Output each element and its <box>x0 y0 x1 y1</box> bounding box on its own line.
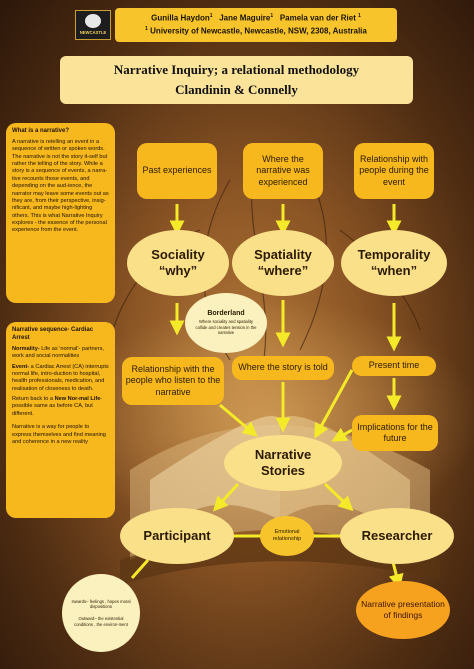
inwards-text: Inwards– feelings , hopes moral disposit… <box>71 598 131 610</box>
temporality-quote: “when” <box>370 263 418 278</box>
where-experienced-box: Where the narrative was experienced <box>243 143 323 199</box>
where-told-label: Where the story is told <box>238 362 328 373</box>
presentation-ellipse: Narrative presentation of findings <box>356 581 450 639</box>
participant-label: Participant <box>143 528 211 544</box>
connector <box>130 559 150 579</box>
implications-label: Implications for the future <box>357 421 433 443</box>
box1-body: A narrative is retelling an event in a s… <box>12 138 109 234</box>
sociality-quote: “why” <box>158 263 198 278</box>
spatiality-quote: “where” <box>257 263 309 278</box>
past-experiences-box: Past experiences <box>137 143 217 199</box>
arrow <box>331 427 353 442</box>
arrow <box>323 482 354 512</box>
listeners-label: Relationship with the people who listen … <box>125 364 221 397</box>
implications-box: Implications for the future <box>352 415 438 451</box>
box2-heading: Narrative sequence- Cardiac Arrest <box>12 327 94 341</box>
sociality-ellipse: Sociality “why” <box>127 230 229 296</box>
poster-title: Narrative Inquiry; a relational methodol… <box>60 56 413 104</box>
spatiality-label: Spatiality <box>254 247 312 263</box>
listeners-box: Relationship with the people who listen … <box>122 357 224 405</box>
affiliation: University of Newcastle, Newcastle, NSW,… <box>150 26 367 36</box>
borderland-title: Borderland <box>207 310 245 318</box>
author-line: Gunilla Haydon1 Jane Maguire1 Pamela van… <box>115 13 397 23</box>
narrative-sequence-box: Narrative sequence- Cardiac Arrest Norma… <box>6 322 115 518</box>
where-told-box: Where the story is told <box>232 356 334 380</box>
past-experiences-label: Past experiences <box>142 165 212 176</box>
researcher-label: Researcher <box>361 528 433 544</box>
new-normal-label: New Nor-mal Life <box>54 396 101 403</box>
researcher-ellipse: Researcher <box>340 508 454 564</box>
arrow <box>212 482 240 512</box>
narrative-stories-line1: Narrative <box>254 447 312 463</box>
author-name: Jane Maguire <box>219 13 271 23</box>
emotional-relationship-ellipse: Emotional relationship <box>260 516 314 556</box>
temporality-label: Temporality <box>357 247 431 263</box>
crest-icon <box>85 14 101 28</box>
author-sup: 1 <box>270 13 274 19</box>
title-line-1: Narrative Inquiry; a relational methodol… <box>113 62 360 77</box>
author-name: Pamela van der Riet <box>279 13 356 23</box>
relationship-event-label: Relationship with people during the even… <box>359 154 429 187</box>
spatiality-ellipse: Spatiality “where” <box>232 230 334 296</box>
return-text: Return back to a <box>12 396 55 403</box>
event-item: Event- a Cardiac Arrest (CA) interrupts … <box>12 364 109 394</box>
narrative-stories-line2: Stories <box>260 463 306 478</box>
event-label: Event- <box>12 363 30 370</box>
author-sup: 1 <box>209 13 213 19</box>
temporality-ellipse: Temporality “when” <box>341 230 447 296</box>
inwards-outwards-circle: Inwards– feelings , hopes moral disposit… <box>62 574 140 652</box>
affiliation-sup: 1 <box>145 25 148 32</box>
closing-text: Narrative is a way for people to express… <box>12 424 106 445</box>
author-name: Gunilla Haydon <box>151 13 210 23</box>
author-banner: Gunilla Haydon1 Jane Maguire1 Pamela van… <box>115 8 397 42</box>
affiliation-line: 1 University of Newcastle, Newcastle, NS… <box>115 26 397 36</box>
emotional-relationship-label: Emotional relationship <box>272 528 302 542</box>
title-line-2: Clandinin & Connelly <box>175 82 298 97</box>
relationship-event-box: Relationship with people during the even… <box>354 143 434 199</box>
presentation-label: Narrative presentation of findings <box>361 598 445 620</box>
what-is-narrative-box: What is a narrative? A narrative is rete… <box>6 123 115 303</box>
borderland-circle: Borderland Where sociality and spatialit… <box>185 293 267 353</box>
normality-text: Life as 'normal'- partners, work and soc… <box>12 345 104 360</box>
arrow <box>388 561 404 590</box>
return-item: Return back to a New Nor-mal Life- possi… <box>12 396 109 418</box>
where-experienced-label: Where the narrative was experienced <box>256 154 310 187</box>
box1-heading: What is a narrative? <box>12 128 70 134</box>
sociality-label: Sociality <box>151 247 205 263</box>
present-time-label: Present time <box>368 360 420 371</box>
outwards-text: Outward– the existential conditions , th… <box>74 616 128 627</box>
university-logo: NEWCASTLE <box>75 10 111 40</box>
narrative-stories-ellipse: Narrative Stories <box>224 435 342 491</box>
logo-text: NEWCASTLE <box>79 30 107 35</box>
author-sup: 1 <box>358 13 361 19</box>
normality-label: Normality- <box>12 345 40 352</box>
new-normal-text: - possible same as before CA, but differ… <box>12 396 103 417</box>
normality-item: Normality- Life as 'normal'- partners, w… <box>12 346 109 361</box>
participant-ellipse: Participant <box>120 508 234 564</box>
arrow <box>219 403 258 437</box>
arrow <box>314 369 354 439</box>
event-text: a Cardiac Arrest (CA) interrupts normal … <box>12 363 109 392</box>
borderland-text: Where sociality and spatiality collide a… <box>195 319 257 336</box>
present-time-box: Present time <box>352 356 436 376</box>
